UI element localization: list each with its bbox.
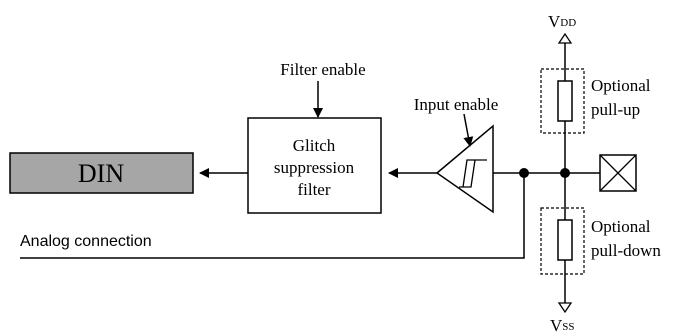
schmitt-trigger-icon — [459, 159, 487, 188]
din-box — [9, 152, 194, 194]
din-label: DIN — [78, 159, 124, 188]
pulldown-label-line2: pull-down — [591, 241, 661, 260]
vss-label: VSS — [550, 316, 575, 334]
analog-connection-wire — [20, 173, 525, 259]
glitch-filter-label-line2: suppression — [274, 158, 355, 177]
glitch-filter-box — [247, 117, 382, 214]
glitch-filter-label-line1: Glitch — [293, 136, 336, 155]
pullup-label-line1: Optional — [591, 76, 651, 95]
pullup-label-line2: pull-up — [591, 100, 640, 119]
filter-enable-label: Filter enable — [280, 60, 365, 79]
pullup-resistor — [557, 80, 573, 122]
pulldown-label-line1: Optional — [591, 217, 651, 236]
vdd-arrow-icon — [557, 32, 573, 44]
input-enable-label: Input enable — [414, 95, 499, 114]
glitch-filter-label-line3: filter — [297, 180, 330, 199]
input-buffer-triangle — [435, 124, 494, 214]
pulldown-dashed-box — [540, 207, 585, 275]
vss-arrow-icon — [557, 302, 573, 314]
pullup-dashed-box — [540, 68, 585, 134]
pad-cross-2 — [599, 154, 637, 192]
input-enable-arrow — [463, 113, 474, 147]
vdd-label: VDD — [548, 12, 576, 31]
analog-connection-label: Analog connection — [20, 233, 152, 250]
pulldown-resistor — [557, 219, 573, 261]
